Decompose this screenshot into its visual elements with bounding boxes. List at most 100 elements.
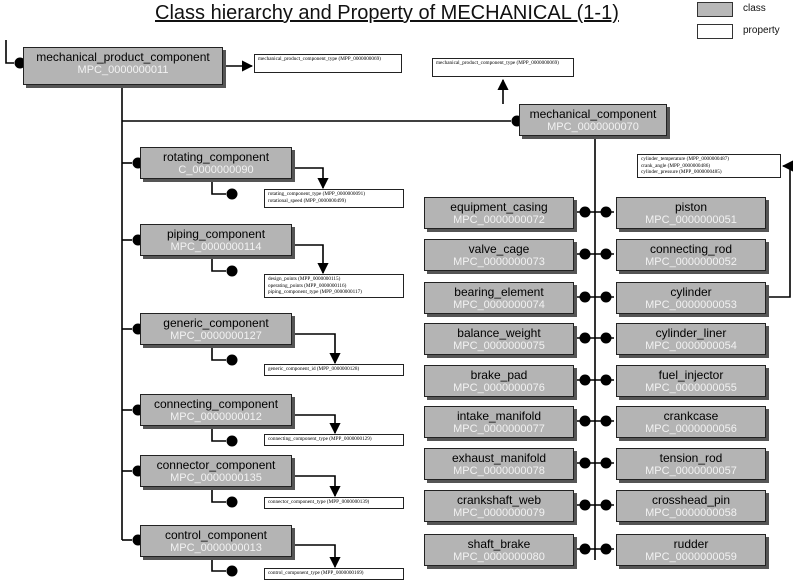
legend-property-label: property [743, 25, 780, 36]
class-name: crankcase [663, 409, 719, 423]
class-box-intake-manifold[interactable]: intake_manifold MPC_0000000077 [424, 406, 574, 438]
class-name: mechanical_component [529, 107, 657, 121]
right-connector-dot [600, 457, 612, 469]
legend-property-swatch [697, 24, 733, 39]
class-name: balance_weight [457, 326, 541, 340]
class-code: MPC_0000000051 [645, 214, 737, 226]
class-box-connector-component[interactable]: connector_component MPC_0000000135 [140, 455, 292, 487]
class-name: connector_component [156, 458, 276, 472]
class-box-connecting-rod[interactable]: connecting_rod MPC_0000000052 [616, 239, 766, 271]
class-code: MPC_0000000127 [170, 330, 262, 342]
root-connector-dot [14, 57, 26, 69]
mid-connector-dot [579, 543, 591, 555]
property-line: generic_component_id (MPP_0000000128) [268, 366, 360, 372]
class-name: valve_cage [468, 242, 530, 256]
class-name: fuel_injector [658, 368, 724, 382]
property-line: mechanical_product_component_type (MPP_0… [436, 60, 559, 66]
class-name: tension_rod [659, 451, 723, 465]
left-stub-dot [226, 565, 238, 577]
class-code: MPC_0000000076 [453, 382, 545, 394]
class-box-mechanical-component[interactable]: mechanical_component MPC_0000000070 [519, 104, 667, 136]
class-box-piston[interactable]: piston MPC_0000000051 [616, 197, 766, 229]
class-box-fuel-injector[interactable]: fuel_injector MPC_0000000055 [616, 365, 766, 397]
left-dot-stub [211, 346, 226, 361]
mid-connector-dot [579, 415, 591, 427]
mid-connector-dot [579, 248, 591, 260]
class-code: MPC_0000000057 [645, 465, 737, 477]
property-line: design_points (MPP_0000000115) [268, 276, 341, 282]
class-code: MPC_0000000072 [453, 214, 545, 226]
property-line: mechanical_product_component_type (MPP_0… [258, 56, 381, 62]
right-connector-dot [600, 206, 612, 218]
class-box-connecting-component[interactable]: connecting_component MPC_0000000012 [140, 394, 292, 426]
class-box-balance-weight[interactable]: balance_weight MPC_0000000075 [424, 323, 574, 355]
class-box-bearing-element[interactable]: bearing_element MPC_0000000074 [424, 282, 574, 314]
property-box-piping-component: design_points (MPP_0000000115) operating… [264, 274, 404, 298]
left-dot-stub [211, 557, 226, 572]
class-box-equipment-casing[interactable]: equipment_casing MPC_0000000072 [424, 197, 574, 229]
left-property-arrow [293, 244, 329, 275]
class-box-tension-rod[interactable]: tension_rod MPC_0000000057 [616, 448, 766, 480]
left-stub-dot [226, 354, 238, 366]
class-name: brake_pad [470, 368, 528, 382]
left-property-arrow [293, 544, 341, 569]
class-name: equipment_casing [450, 200, 548, 214]
left-dot-stub [211, 180, 226, 195]
right-connector-dot [600, 543, 612, 555]
class-code: MPC_0000000059 [645, 551, 737, 563]
class-box-crankshaft-web[interactable]: crankshaft_web MPC_0000000079 [424, 490, 574, 522]
right-connector-dot [600, 374, 612, 386]
class-code: MPC_0000000073 [453, 256, 545, 268]
class-box-cylinder-liner[interactable]: cylinder_liner MPC_0000000054 [616, 323, 766, 355]
class-name: connecting_component [153, 397, 279, 411]
class-box-rotating-component[interactable]: rotating_component C_0000000090 [140, 147, 292, 179]
left-dot-stub [211, 257, 226, 272]
property-line: piping_component_type (MPP_0000000117) [268, 289, 362, 295]
class-code: MPC_0000000058 [645, 507, 737, 519]
class-name: mechanical_product_component [36, 50, 210, 64]
class-box-piping-component[interactable]: piping_component MPC_0000000114 [140, 224, 292, 256]
class-name: piston [674, 200, 708, 214]
property-line: connecting_component_type (MPP_000000012… [268, 436, 372, 442]
class-box-rudder[interactable]: rudder MPC_0000000059 [616, 534, 766, 566]
class-code: C_0000000090 [178, 164, 254, 176]
class-box-shaft-brake[interactable]: shaft_brake MPC_0000000080 [424, 534, 574, 566]
class-code: MPC_0000000011 [77, 64, 169, 76]
class-name: intake_manifold [456, 409, 542, 423]
left-stub-dot [226, 188, 238, 200]
class-box-cylinder[interactable]: cylinder MPC_0000000053 [616, 282, 766, 314]
page-title: Class hierarchy and Property of MECHANIC… [155, 2, 619, 24]
class-code: MPC_0000000080 [453, 551, 545, 563]
left-stub-dot [226, 496, 238, 508]
property-line: control_component_type (MPP_0000000169) [268, 570, 364, 576]
class-box-brake-pad[interactable]: brake_pad MPC_0000000076 [424, 365, 574, 397]
property-box-control-component: control_component_type (MPP_0000000169) [264, 568, 404, 580]
property-line: cylinder_temperature (MPP_0000000487) [641, 156, 730, 162]
class-name: piping_component [166, 227, 266, 241]
class-box-crankcase[interactable]: crankcase MPC_0000000056 [616, 406, 766, 438]
class-name: shaft_brake [467, 537, 531, 551]
class-name: crosshead_pin [651, 493, 731, 507]
class-box-valve-cage[interactable]: valve_cage MPC_0000000073 [424, 239, 574, 271]
class-box-crosshead-pin[interactable]: crosshead_pin MPC_0000000058 [616, 490, 766, 522]
class-code: MPC_0000000074 [453, 299, 545, 311]
left-property-arrow [293, 414, 341, 435]
property-line: operating_points (MPP_0000000116) [268, 282, 347, 289]
class-box-generic-component[interactable]: generic_component MPC_0000000127 [140, 313, 292, 345]
class-code: MPC_0000000079 [453, 507, 545, 519]
class-name: exhaust_manifold [451, 451, 547, 465]
mid-connector-dot [579, 291, 591, 303]
mid-connector-dot [579, 374, 591, 386]
property-line: cylinder_pressure (MPP_0000000485) [641, 169, 722, 175]
property-box-cylinder: cylinder_temperature (MPP_0000000487) cr… [637, 154, 781, 178]
right-connector-dot [600, 499, 612, 511]
cylinder-property-arrow [767, 160, 794, 298]
property-box-mechanical-component: mechanical_product_component_type (MPP_0… [432, 58, 574, 77]
class-code: MPC_0000000053 [645, 299, 737, 311]
class-box-root[interactable]: mechanical_product_component MPC_0000000… [23, 47, 223, 85]
class-box-control-component[interactable]: control_component MPC_0000000013 [140, 525, 292, 557]
left-property-arrow [293, 475, 341, 498]
class-box-exhaust-manifold[interactable]: exhaust_manifold MPC_0000000078 [424, 448, 574, 480]
class-code: MPC_0000000052 [645, 256, 737, 268]
class-code: MPC_0000000135 [170, 472, 262, 484]
